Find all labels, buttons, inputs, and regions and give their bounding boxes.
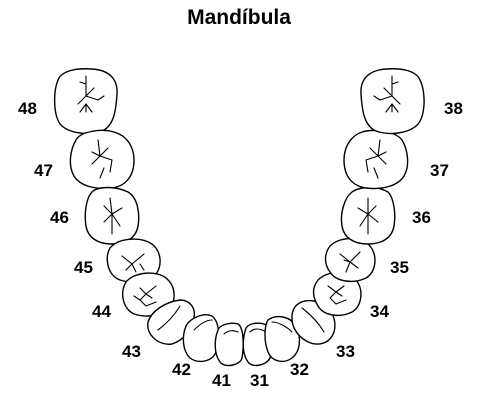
tooth-37 [344, 130, 408, 188]
tooth-35 [326, 239, 375, 282]
tooth-48 [55, 69, 117, 134]
tooth-number-45: 45 [74, 258, 93, 277]
tooth-number-33: 33 [336, 342, 355, 361]
tooth-number-32: 32 [290, 360, 309, 379]
tooth-41 [215, 323, 243, 365]
tooth-36 [341, 188, 394, 245]
tooth-number-48: 48 [18, 99, 37, 118]
tooth-number-35: 35 [390, 258, 409, 277]
tooth-number-43: 43 [122, 342, 141, 361]
tooth-number-44: 44 [92, 302, 111, 321]
tooth-number-37: 37 [430, 161, 449, 180]
tooth-number-41: 41 [212, 371, 231, 390]
tooth-number-47: 47 [34, 161, 53, 180]
tooth-number-36: 36 [412, 208, 431, 227]
tooth-46 [85, 188, 138, 245]
tooth-38 [361, 69, 424, 134]
tooth-number-31: 31 [250, 371, 269, 390]
tooth-number-38: 38 [444, 99, 463, 118]
tooth-47 [70, 130, 134, 188]
tooth-42 [183, 315, 218, 362]
tooth-number-46: 46 [50, 208, 69, 227]
tooth-number-34: 34 [370, 302, 389, 321]
tooth-number-42: 42 [172, 360, 191, 379]
